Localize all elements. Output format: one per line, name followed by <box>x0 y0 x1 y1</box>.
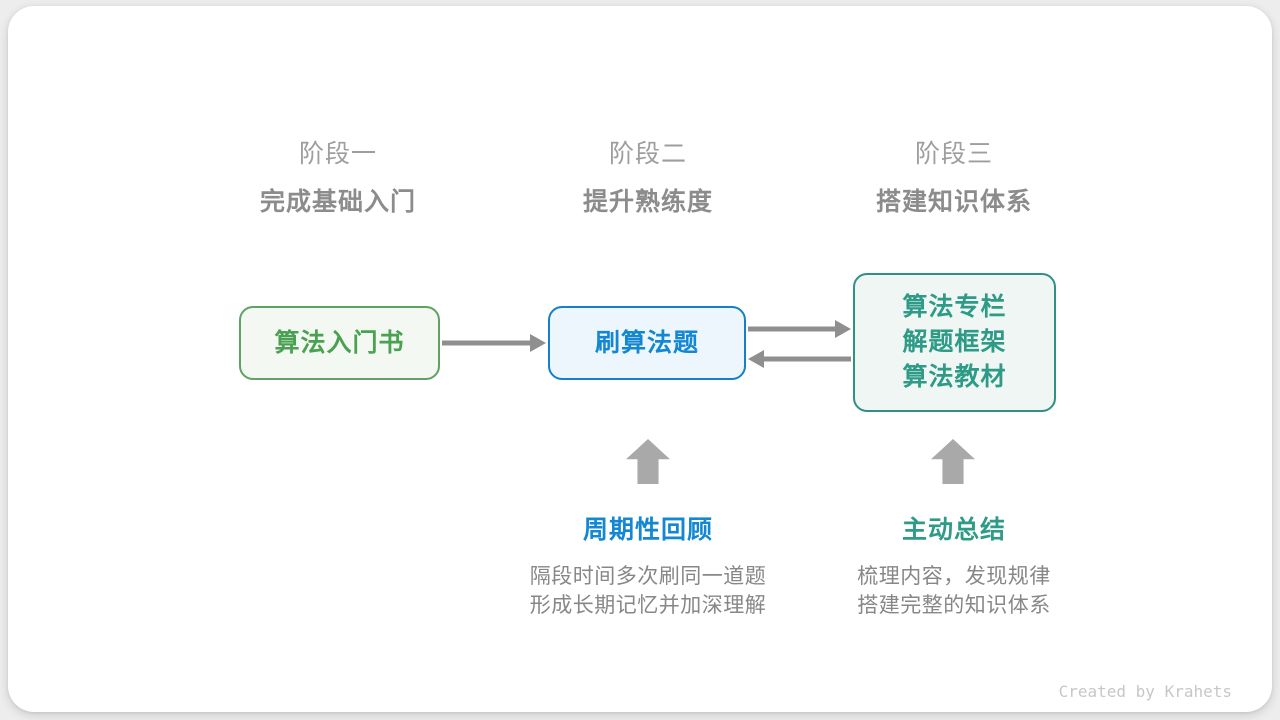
stage-1-subtitle: 完成基础入门 <box>259 188 416 216</box>
node-label: 刷算法题 <box>594 328 699 357</box>
credit-text: Created by Krahets <box>1058 682 1232 701</box>
desc-line: 形成长期记忆并加深理解 <box>529 594 767 617</box>
arrow-stage3-to-stage2-icon <box>748 350 851 368</box>
desc-line: 隔段时间多次刷同一道题 <box>529 565 767 588</box>
desc-line: 梳理内容，发现规律 <box>857 565 1051 588</box>
diagram-card: 阶段一 完成基础入门 阶段二 提升熟练度 阶段三 搭建知识体系 算法入门书 刷算… <box>8 6 1272 712</box>
node-label: 算法入门书 <box>274 328 405 357</box>
up-arrow-icon <box>626 439 670 484</box>
node-label: 算法教材 <box>902 363 1007 391</box>
annotation-review-title: 周期性回顾 <box>582 516 713 544</box>
annotation-summary-desc: 梳理内容，发现规律 搭建完整的知识体系 <box>804 562 1104 620</box>
node-knowledge-system: 算法专栏 解题框架 算法教材 <box>853 273 1056 412</box>
arrow-shaft <box>442 340 533 346</box>
node-label: 算法专栏 <box>902 293 1007 321</box>
stage-1-label: 阶段一 <box>298 140 377 168</box>
desc-line: 搭建完整的知识体系 <box>857 594 1051 617</box>
arrow-shaft <box>748 326 838 332</box>
node-practice-problems: 刷算法题 <box>548 306 746 380</box>
arrow-head <box>835 320 851 338</box>
node-intro-book: 算法入门书 <box>239 306 440 380</box>
arrow-stage1-to-stage2-icon <box>442 334 546 352</box>
arrow-head <box>748 350 764 368</box>
annotation-summary-title: 主动总结 <box>901 516 1006 544</box>
up-arrow-icon <box>931 439 975 484</box>
annotation-review-desc: 隔段时间多次刷同一道题 形成长期记忆并加深理解 <box>498 562 798 620</box>
stage-2-label: 阶段二 <box>608 140 687 168</box>
node-label: 解题框架 <box>902 328 1007 356</box>
stage-3-subtitle: 搭建知识体系 <box>875 188 1032 216</box>
arrow-shaft <box>761 356 851 362</box>
stage-2-subtitle: 提升熟练度 <box>582 188 713 216</box>
stage-3-label: 阶段三 <box>914 140 993 168</box>
arrow-stage2-to-stage3-icon <box>748 320 851 338</box>
arrow-head <box>530 334 546 352</box>
